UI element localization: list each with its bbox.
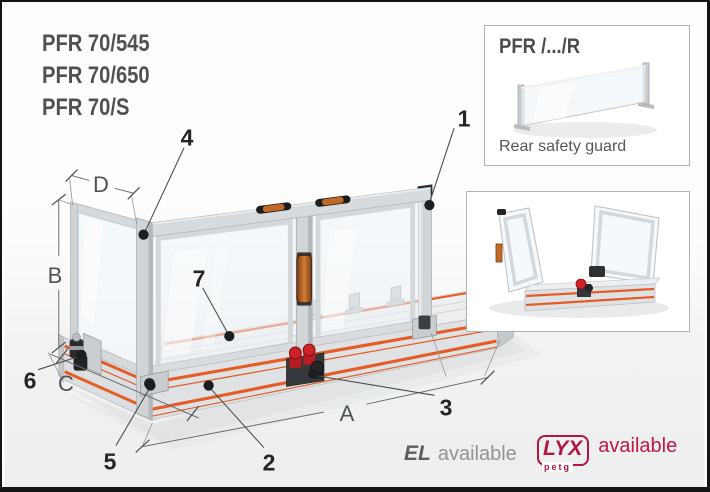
inset-rear-title: PFR /.../R	[499, 35, 581, 58]
lyx-logo: LYX petg	[537, 435, 590, 472]
el-logo: EL	[404, 442, 431, 465]
callout-leaders	[37, 128, 455, 448]
dimension-label-a: A	[339, 401, 355, 426]
center-handle	[296, 254, 313, 304]
folded-guard-drawing	[489, 205, 669, 318]
dimension-label-b: B	[47, 263, 63, 288]
lyx-available-text: available	[598, 435, 678, 457]
inset-rear-guard: PFR /.../R Rear safety guard	[484, 25, 690, 166]
callout-label-1: 1	[457, 105, 471, 132]
inset-folded-guard	[466, 191, 690, 332]
callout-label-3: 3	[439, 394, 453, 421]
front-left-panel	[151, 217, 297, 375]
rear-guard-drawing	[513, 62, 657, 138]
front-right-panel	[311, 201, 420, 347]
dimension-label-d: D	[93, 172, 109, 197]
inset-rear-caption: Rear safety guard	[499, 138, 627, 155]
lyx-availability: LYX petg available	[537, 435, 678, 472]
dimension-label-c: C	[58, 371, 74, 396]
page-title: PFR 70/545 PFR 70/650 PFR 70/S	[42, 28, 150, 124]
callout-label-2: 2	[262, 449, 276, 476]
callout-dots	[76, 199, 435, 391]
center-post	[295, 214, 313, 363]
rail-handle-right	[315, 195, 351, 207]
lyx-material-text: petg	[542, 462, 573, 472]
availability-area: EL available LYX petg available	[404, 435, 704, 480]
el-available-text: available	[437, 443, 517, 465]
lyx-brand-text: LYX	[543, 437, 583, 460]
rail-handle-left	[256, 202, 292, 214]
callout-label-4: 4	[180, 124, 194, 151]
dimension-lines	[47, 169, 501, 453]
callout-label-7: 7	[192, 265, 206, 292]
corner-post	[136, 217, 153, 421]
callout-label-6: 6	[23, 367, 37, 394]
model-name: PFR 70/S	[42, 94, 130, 121]
callout-label-5: 5	[103, 448, 117, 475]
right-post	[412, 184, 437, 340]
model-name: PFR 70/650	[42, 62, 150, 89]
model-name: PFR 70/545	[42, 30, 150, 57]
el-availability: EL available	[404, 442, 517, 466]
